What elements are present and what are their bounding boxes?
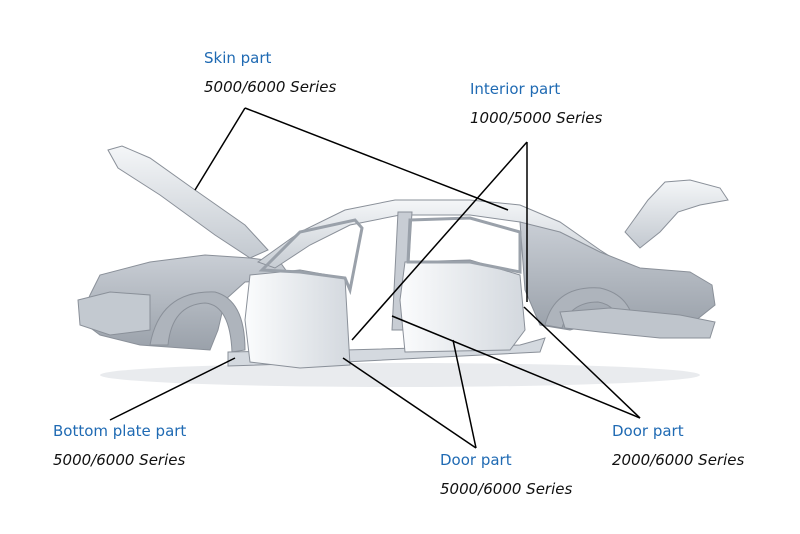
door-part-right-series: 2000/6000 Series xyxy=(612,451,745,469)
hood-panel xyxy=(107,145,269,259)
rear-door xyxy=(399,259,526,353)
leader-lines xyxy=(109,107,641,449)
rear-door-window xyxy=(406,216,522,274)
leader-line-interior-a xyxy=(351,141,528,341)
bottom-plate-part-label: Bottom plate part 5000/6000 Series xyxy=(53,421,186,470)
leader-line-door-center-b xyxy=(452,339,477,449)
rear-bumper xyxy=(559,307,716,339)
ground-shadow xyxy=(100,363,700,387)
skin-part-title: Skin part xyxy=(204,49,272,67)
front-door xyxy=(244,269,351,369)
interior-part-series: 1000/5000 Series xyxy=(470,109,603,127)
leader-line-door-right-a xyxy=(391,315,641,419)
trunk-lid xyxy=(624,179,729,249)
skin-part-label: Skin part 5000/6000 Series xyxy=(204,48,336,97)
front-door-window xyxy=(258,218,364,296)
front-wheel-arch xyxy=(149,291,246,353)
leader-line-skin-roof xyxy=(244,107,509,211)
door-part-right-label: Door part 2000/6000 Series xyxy=(612,421,744,470)
door-part-right-title: Door part xyxy=(612,422,684,440)
door-part-center-series: 5000/6000 Series xyxy=(440,480,573,498)
bottom-plate-part-title: Bottom plate part xyxy=(53,422,187,440)
interior-part-label: Interior part 1000/5000 Series xyxy=(470,79,602,128)
leader-line-bottom-plate xyxy=(109,357,236,421)
interior-part-title: Interior part xyxy=(470,80,561,98)
leader-line-door-center-a xyxy=(342,357,477,449)
door-part-center-title: Door part xyxy=(440,451,512,469)
front-bumper xyxy=(77,291,151,336)
door-part-center-label: Door part 5000/6000 Series xyxy=(440,450,572,499)
leader-line-skin-hood xyxy=(194,107,246,191)
skin-part-series: 5000/6000 Series xyxy=(204,78,337,96)
bottom-plate-part-series: 5000/6000 Series xyxy=(53,451,186,469)
leader-line-door-right-b xyxy=(523,306,641,419)
